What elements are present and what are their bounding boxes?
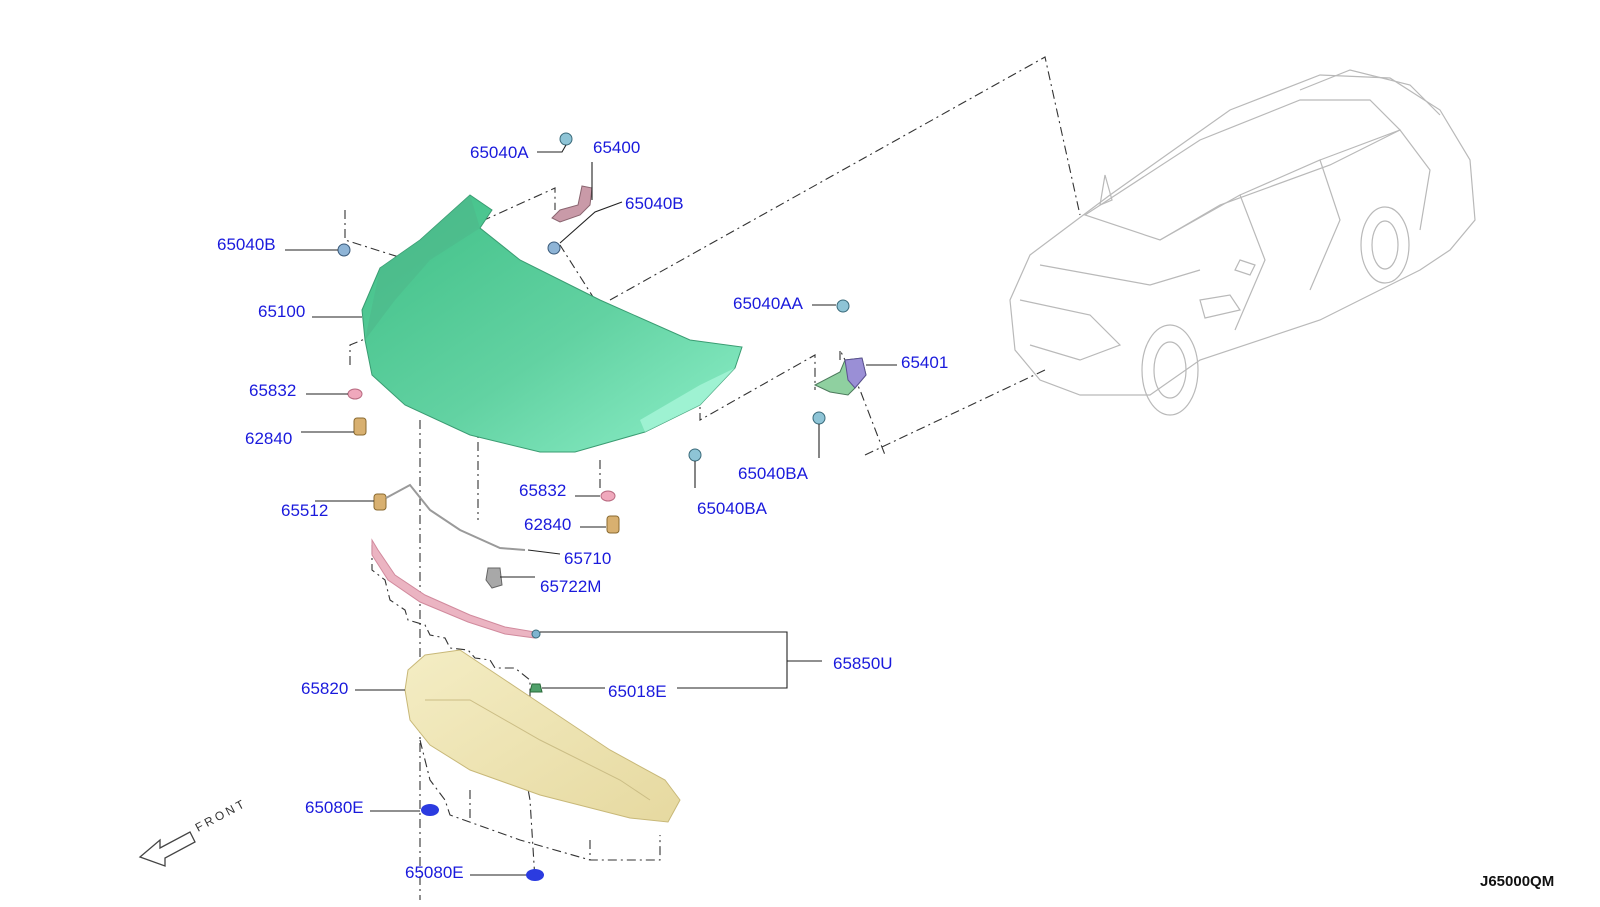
label-62840-center: 62840 bbox=[524, 515, 571, 534]
front-direction-indicator: FRONT bbox=[138, 796, 249, 867]
hood-part bbox=[361, 194, 743, 453]
hood-insulator-part bbox=[404, 649, 681, 823]
vehicle-illustration bbox=[1009, 69, 1476, 416]
leader-lines bbox=[285, 144, 897, 876]
bolt-65040B-left-part bbox=[337, 243, 351, 257]
clip-65080E-bottom-part bbox=[526, 869, 544, 881]
label-65040AA: 65040AA bbox=[733, 294, 804, 313]
label-65832-left: 65832 bbox=[249, 381, 296, 400]
hood-release-cable-part bbox=[385, 483, 526, 551]
label-65040B-top: 65040B bbox=[625, 194, 684, 213]
hood-hinge-right bbox=[813, 357, 867, 396]
label-65040A: 65040A bbox=[470, 143, 529, 162]
hood-hinge-left bbox=[551, 185, 593, 223]
fasteners bbox=[337, 132, 850, 881]
bolt-65040AA-part bbox=[836, 299, 850, 313]
label-65100: 65100 bbox=[258, 302, 305, 321]
label-65080E-top: 65080E bbox=[305, 798, 364, 817]
bolt-65040B-top-part bbox=[547, 241, 561, 255]
clip-65018E-part bbox=[529, 683, 543, 693]
bolt-65040A-part bbox=[559, 132, 573, 146]
label-62840-left: 62840 bbox=[245, 429, 292, 448]
clip-65080E-top-part bbox=[421, 804, 439, 816]
seal-strip-part bbox=[371, 538, 536, 639]
bumper-62840-left-part bbox=[353, 417, 367, 436]
stay-holder-65512-part bbox=[373, 493, 387, 511]
bumper-cap-65832-left-part bbox=[347, 388, 363, 400]
label-65722M: 65722M bbox=[540, 577, 601, 596]
diagram-code: J65000QM bbox=[1480, 873, 1554, 890]
front-label: FRONT bbox=[193, 796, 249, 835]
label-65040BA-center: 65040BA bbox=[697, 499, 768, 518]
label-65832-center: 65832 bbox=[519, 481, 566, 500]
hood-lock-65722M-part bbox=[485, 567, 503, 589]
label-65400: 65400 bbox=[593, 138, 640, 157]
label-65850U: 65850U bbox=[833, 654, 893, 673]
part-labels: 65040A 65400 65040B 65040B 65100 65040AA… bbox=[217, 138, 948, 882]
assembly-lines bbox=[344, 56, 1081, 900]
clip-65850U-part bbox=[531, 629, 541, 639]
label-65820: 65820 bbox=[301, 679, 348, 698]
label-65080E-bottom: 65080E bbox=[405, 863, 464, 882]
label-65040BA-right: 65040BA bbox=[738, 464, 809, 483]
bumper-cap-65832-center-part bbox=[600, 490, 616, 502]
bolt-65040BA-center-part bbox=[688, 448, 702, 462]
label-65018E: 65018E bbox=[608, 682, 667, 701]
label-65710: 65710 bbox=[564, 549, 611, 568]
label-65512: 65512 bbox=[281, 501, 328, 520]
front-arrow-icon bbox=[138, 831, 196, 867]
bumper-62840-center-part bbox=[606, 515, 620, 534]
label-65040B-left: 65040B bbox=[217, 235, 276, 254]
bolt-65040BA-right-part bbox=[812, 411, 826, 425]
label-65401: 65401 bbox=[901, 353, 948, 372]
